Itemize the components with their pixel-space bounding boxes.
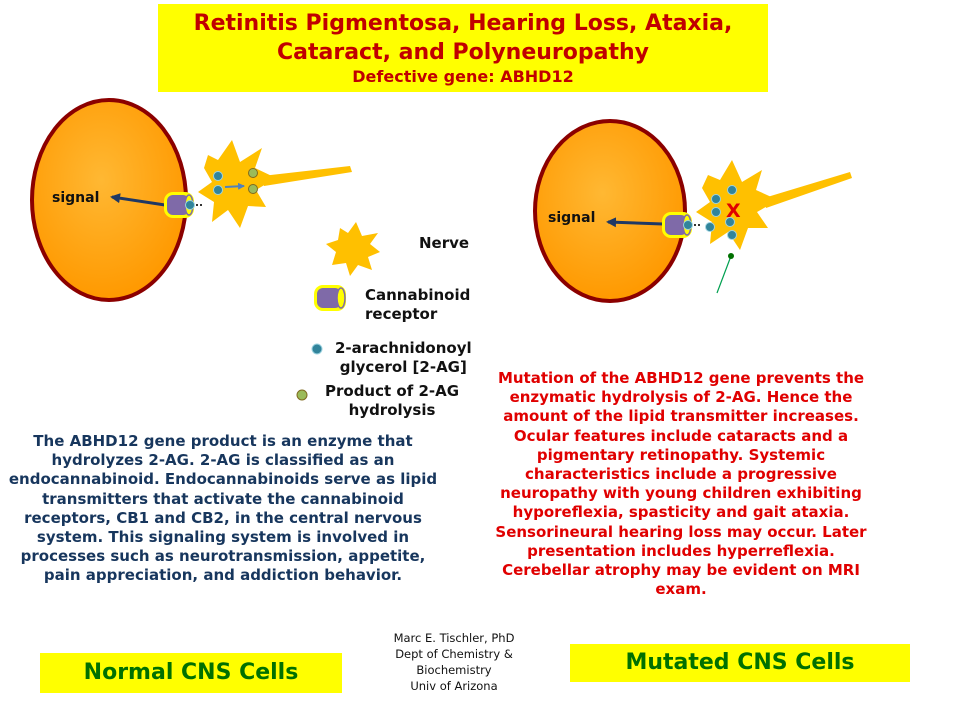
normal-bound-2ag (185, 200, 195, 210)
mutated-signal-arrow (606, 217, 664, 228)
accumulated-2ag (705, 222, 715, 232)
normal-product-molecule (248, 168, 258, 178)
author-credit: Marc E. Tischler, PhD Dept of Chemistry … (393, 631, 515, 693)
mutated-nerve-cell (696, 160, 852, 250)
legend-receptor-icon (314, 285, 346, 311)
mutated-signal-label: signal (548, 210, 595, 226)
accumulated-2ag (711, 194, 721, 204)
normal-product-molecule (248, 184, 258, 194)
legend-icons (296, 222, 380, 401)
mutated-target-cell (533, 119, 687, 303)
title-line-2: Cataract, and Polyneuropathy (277, 40, 649, 65)
title-line-1: Retinitis Pigmentosa, Hearing Loss, Atax… (193, 11, 733, 36)
mutation-description: Mutation of the ABHD12 gene prevents the… (495, 369, 867, 599)
normal-2ag-molecule (213, 185, 223, 195)
normal-description: The ABHD12 gene product is an enzyme tha… (8, 432, 438, 585)
normal-signal-label: signal (52, 190, 99, 206)
mutated-bound-2ag (683, 220, 693, 230)
legend-2ag-icon (311, 343, 323, 355)
legend-product-label: Product of 2-AG hydrolysis (325, 382, 460, 419)
accumulated-2ag (711, 207, 721, 217)
blocked-hydrolysis-mark: X (726, 200, 741, 222)
legend-receptor-label: Cannabinoid receptor (365, 286, 471, 323)
normal-2ag-molecule (213, 171, 223, 181)
legend-2ag-label: 2-arachnidonoyl glycerol [2-AG] (335, 339, 472, 376)
legend-nerve-icon (326, 222, 380, 276)
normal-nerve-cell (198, 140, 352, 228)
normal-panel: signal (30, 98, 352, 302)
defective-gene-subtitle: Defective gene: ABHD12 (352, 67, 574, 86)
accumulated-2ag (727, 185, 737, 195)
mutated-cells-label: Mutated CNS Cells (570, 644, 910, 682)
normal-signal-arrow (110, 193, 166, 207)
mutated-panel: signal X (533, 119, 852, 303)
pointer-line (716, 255, 732, 294)
normal-cells-label: Normal CNS Cells (40, 653, 342, 693)
hydrolysis-arrow (224, 182, 245, 190)
accumulated-2ag (725, 217, 735, 227)
title-banner: Retinitis Pigmentosa, Hearing Loss, Atax… (158, 4, 768, 92)
pointer-dot (728, 253, 734, 259)
accumulated-2ag (727, 230, 737, 240)
mutated-receptor (662, 212, 692, 238)
legend-product-icon (296, 389, 308, 401)
legend-nerve-label: Nerve (419, 234, 470, 252)
